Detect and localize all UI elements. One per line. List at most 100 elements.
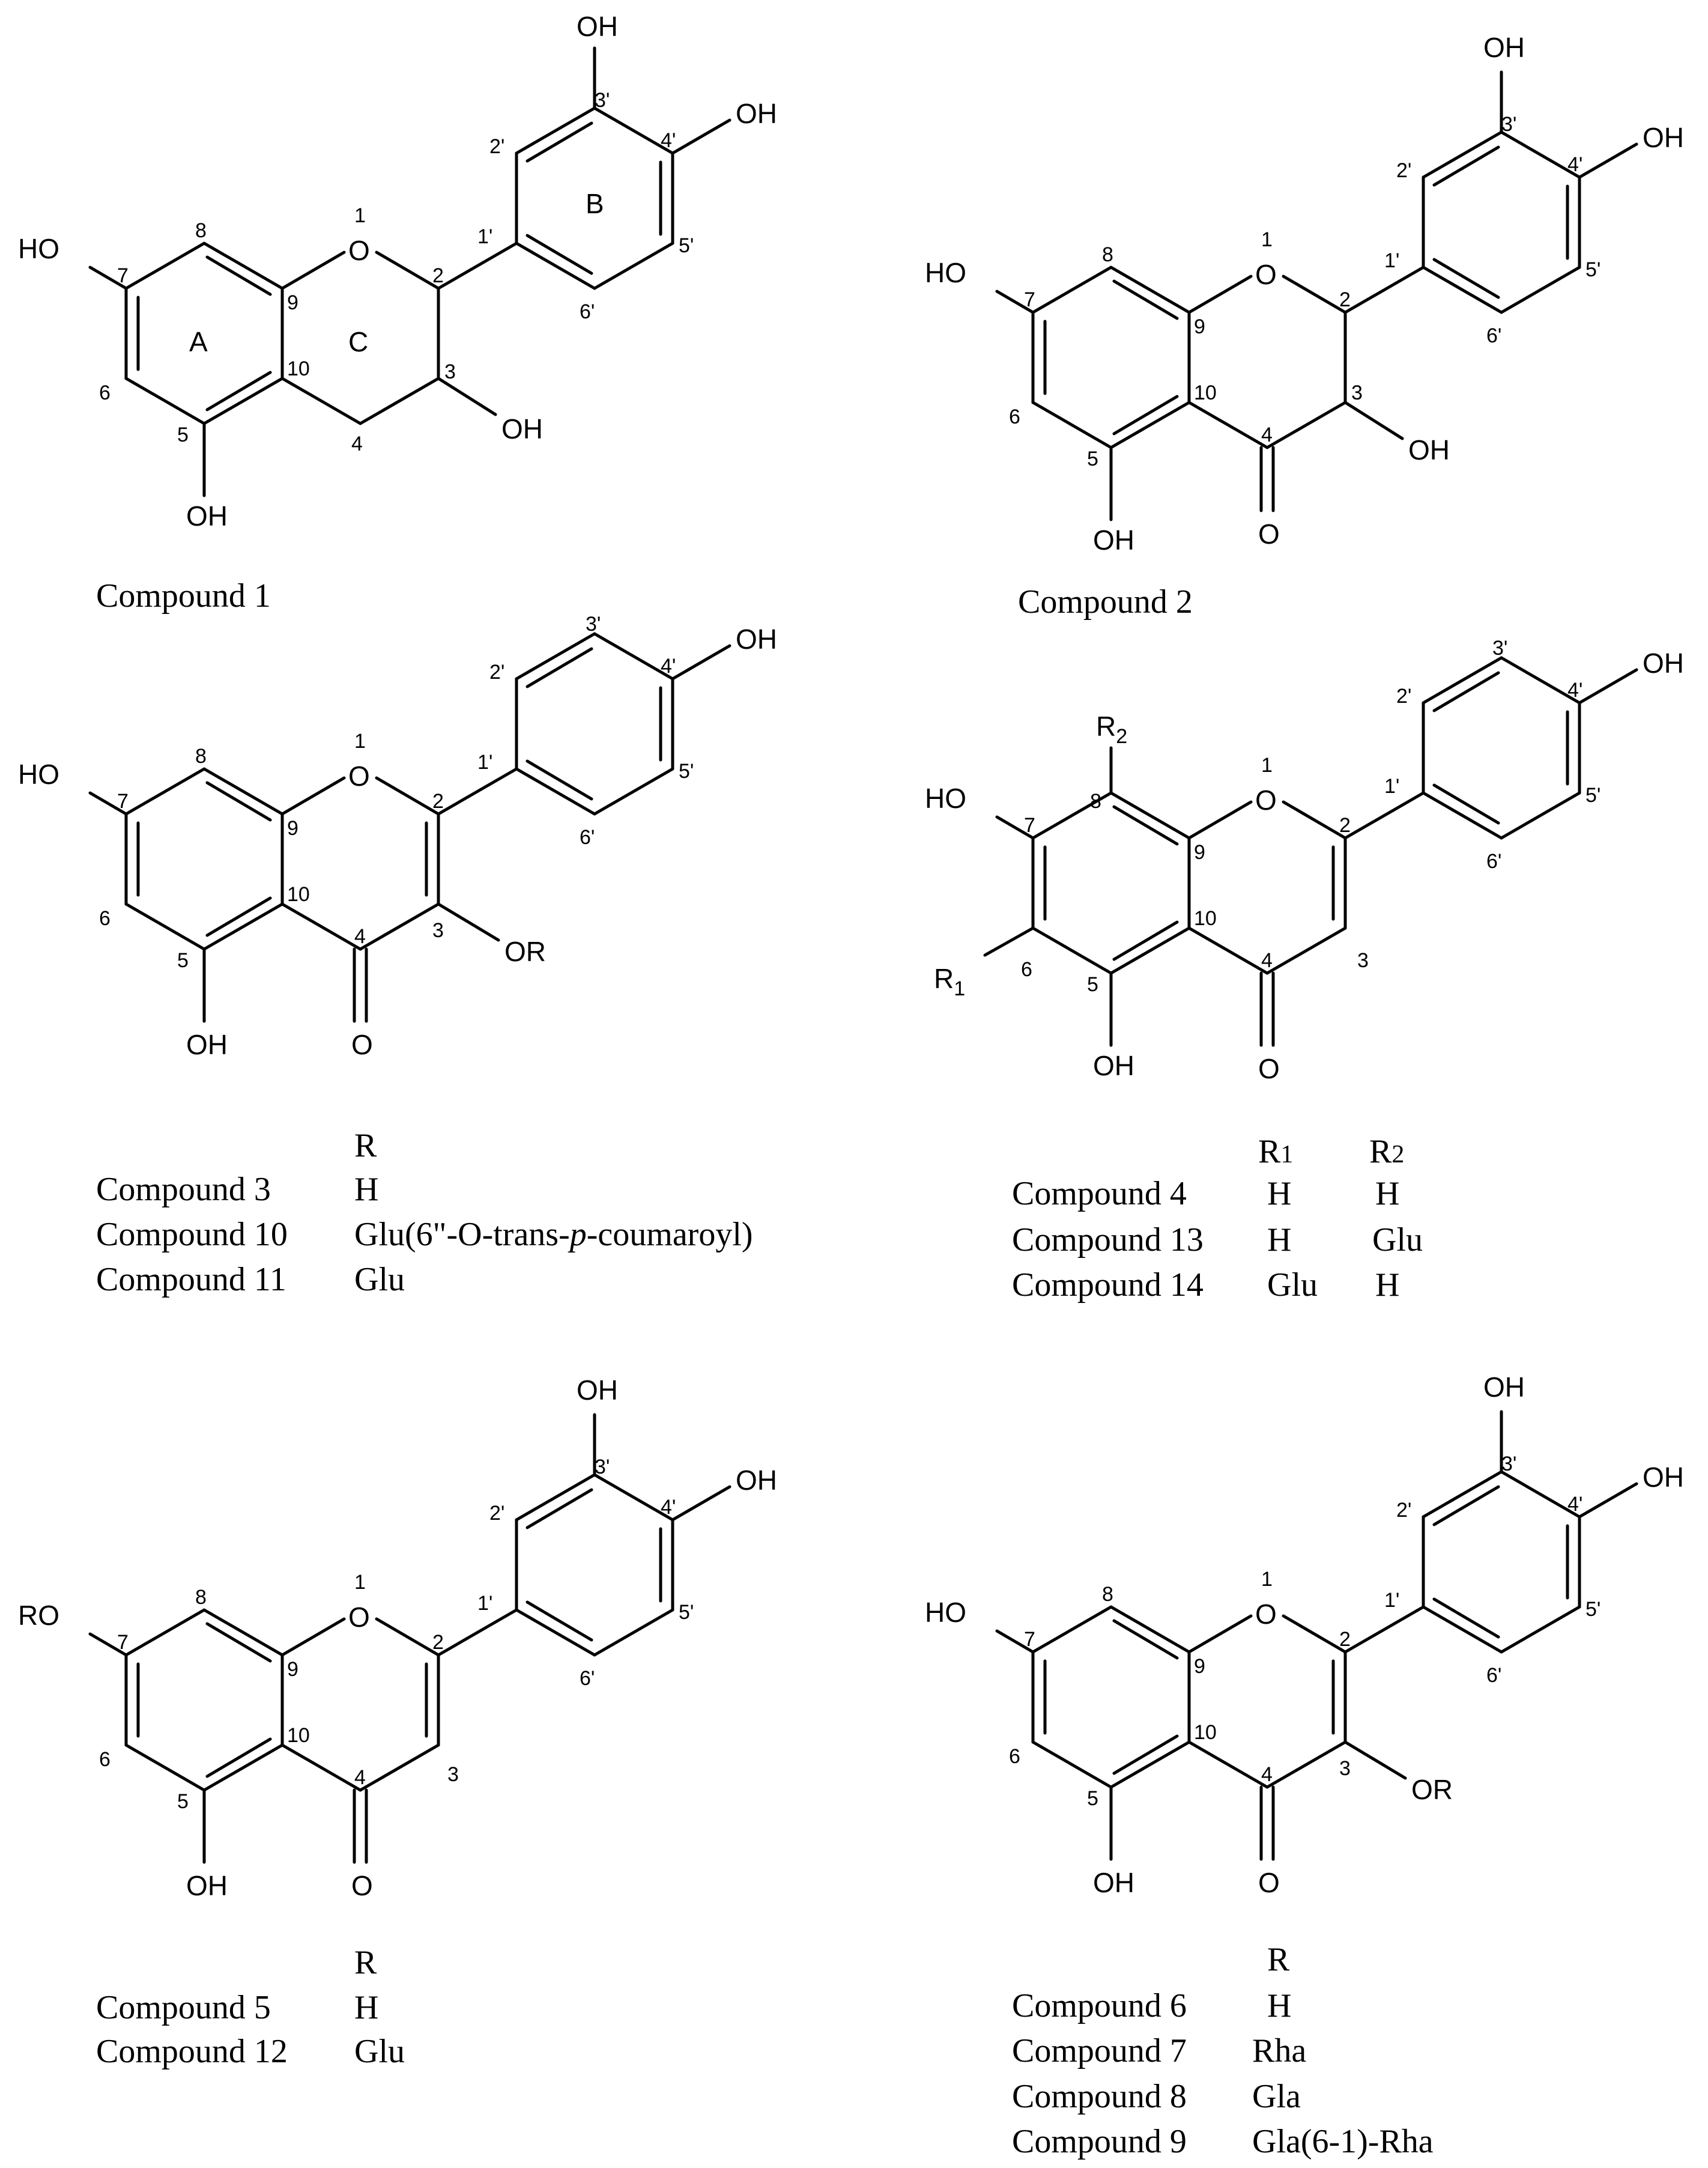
position-number: 10 [287, 883, 310, 906]
position-number: 4 [1261, 949, 1273, 972]
position-number: 5 [1087, 448, 1098, 470]
compound-3-structure: HO OH O OR OH O 1 2 3 4 5 6 7 8 9 10 1' … [18, 613, 777, 1298]
position-number: 6 [99, 1748, 111, 1771]
compound-5-structure: RO OH O OH OH O 1 2 3 4 5 6 7 8 9 10 1' … [18, 1374, 777, 2070]
ring-oxygen-label: O [1255, 1599, 1277, 1630]
carbonyl-oxygen-label: O [1258, 518, 1280, 550]
ring-oxygen-label: O [348, 235, 370, 266]
position-number: 2 [432, 1631, 444, 1654]
compound-1-position-numbers: 1 2 3 4 5 6 7 8 9 10 1' 2' 3' 4' 5' 6' [99, 89, 694, 455]
position-number: 7 [117, 1631, 129, 1654]
position-number: 2 [432, 790, 444, 813]
position-number: 6' [580, 300, 595, 323]
compound-3-position-numbers: 1 2 3 4 5 6 7 8 9 10 1' 2' 3' 4' 5' 6' [99, 613, 694, 972]
position-number: 1' [477, 225, 492, 248]
ring-c-label: C [348, 326, 368, 357]
position-number: 5' [679, 234, 694, 257]
compound-3-atom-labels: HO OH O OR OH O [18, 624, 777, 1060]
r2-substituent-label: R2 [1096, 711, 1127, 748]
compound-3-bonds [88, 632, 731, 1023]
position-number: 4' [1567, 1493, 1582, 1516]
position-number: 3 [1339, 1757, 1351, 1780]
table-row-r: Glu [354, 2033, 405, 2070]
r-italic: p [568, 1216, 587, 1253]
position-number: 6' [1486, 850, 1501, 873]
position-number: 2' [489, 661, 504, 684]
position-number: 9 [1194, 841, 1205, 864]
r2-symbol: R [1369, 1133, 1392, 1170]
table-row-name: Compound 3 [96, 1171, 271, 1208]
ring-b-label: B [586, 188, 604, 219]
position-number: 2' [1396, 1499, 1411, 1522]
position-number: 6' [1486, 324, 1501, 347]
carbonyl-oxygen-label: O [351, 1029, 373, 1060]
position-number: 8 [195, 1586, 207, 1609]
hydroxyl-label: OH [577, 11, 618, 42]
r1-substituent-label: R1 [934, 963, 965, 1000]
hydroxyl-label: OH [1093, 1867, 1134, 1898]
position-number: 3 [444, 360, 456, 383]
position-number: 4' [661, 129, 676, 152]
r-suffix: -coumaroyl) [587, 1216, 753, 1253]
r2-symbol: R [1096, 711, 1116, 742]
position-number: 6 [99, 907, 111, 930]
position-number: 9 [1194, 315, 1205, 338]
position-number: 5 [177, 949, 189, 972]
table-row-name: Compound 4 [1012, 1175, 1187, 1212]
position-number: 3' [586, 613, 601, 636]
hydroxyl-label: HO [925, 257, 966, 288]
table-row-r2: H [1375, 1266, 1399, 1304]
compound-2-structure: HO OH O OH OH OH O 1 2 3 4 5 6 7 8 9 10 … [925, 32, 1684, 621]
position-number: 5 [177, 1790, 189, 1813]
compound-5-bonds [88, 1413, 731, 1864]
position-number: 1' [477, 1592, 492, 1615]
carbonyl-oxygen-label: O [1258, 1867, 1280, 1898]
position-number: 2 [1339, 814, 1351, 837]
position-number: 5' [679, 1601, 694, 1624]
position-number: 5' [1585, 784, 1600, 807]
r2-subscript: 2 [1116, 725, 1127, 748]
table-row-r: Glu(6"-O-trans-p-coumaroyl) [354, 1216, 753, 1253]
table-row-name: Compound 6 [1012, 1987, 1187, 2024]
position-number: 4' [1567, 153, 1582, 176]
position-number: 5 [1087, 973, 1098, 996]
hydroxyl-label: OH [501, 413, 543, 445]
compound-2-bonds [995, 70, 1638, 521]
hydroxyl-label: OH [577, 1374, 618, 1406]
r2-subscript: 2 [1392, 1141, 1404, 1168]
hydroxyl-label: OH [1483, 32, 1525, 63]
position-number: 9 [287, 291, 298, 314]
hydroxyl-label: HO [925, 1597, 966, 1628]
table-row-r1: H [1267, 1175, 1291, 1212]
table-row-name: Compound 10 [96, 1216, 288, 1253]
position-number: 2' [489, 135, 504, 158]
ring-oxygen-label: O [348, 761, 370, 792]
table-header-r: R [354, 1944, 377, 1981]
position-number: 4' [661, 1496, 676, 1519]
table-row-name: Compound 13 [1012, 1221, 1204, 1259]
hydroxyl-label: OH [186, 500, 228, 532]
position-number: 6' [580, 826, 595, 849]
carbonyl-oxygen-label: O [351, 1870, 373, 1901]
compound-4-bonds [983, 656, 1638, 1047]
position-number: 5' [679, 760, 694, 783]
position-number: 1' [1384, 249, 1399, 272]
position-number: 3 [447, 1763, 459, 1786]
position-number: 8 [1102, 1583, 1113, 1606]
position-number: 1 [1261, 754, 1273, 777]
r1-subscript: 1 [954, 977, 965, 1000]
hydroxyl-label: OH [1408, 434, 1450, 466]
hydroxyl-label: HO [925, 783, 966, 814]
position-number: 2 [1339, 1628, 1351, 1651]
table-row-r: H [354, 1171, 378, 1208]
table-row-name: Compound 8 [1012, 2078, 1187, 2115]
position-number: 10 [1194, 381, 1217, 404]
table-row-name: Compound 14 [1012, 1266, 1204, 1304]
compound-4-position-numbers: 1 2 3 4 5 6 7 8 9 10 1' 2' 3' 4' 5' 6' [1021, 637, 1600, 996]
position-number: 1 [354, 730, 366, 753]
position-number: 1 [354, 204, 366, 227]
hydroxyl-label: OH [1643, 1462, 1684, 1493]
table-row-name: Compound 7 [1012, 2032, 1187, 2069]
compound-6-substituent-table: R Compound 6 H Compound 7 Rha Compound 8… [1012, 1941, 1434, 2160]
